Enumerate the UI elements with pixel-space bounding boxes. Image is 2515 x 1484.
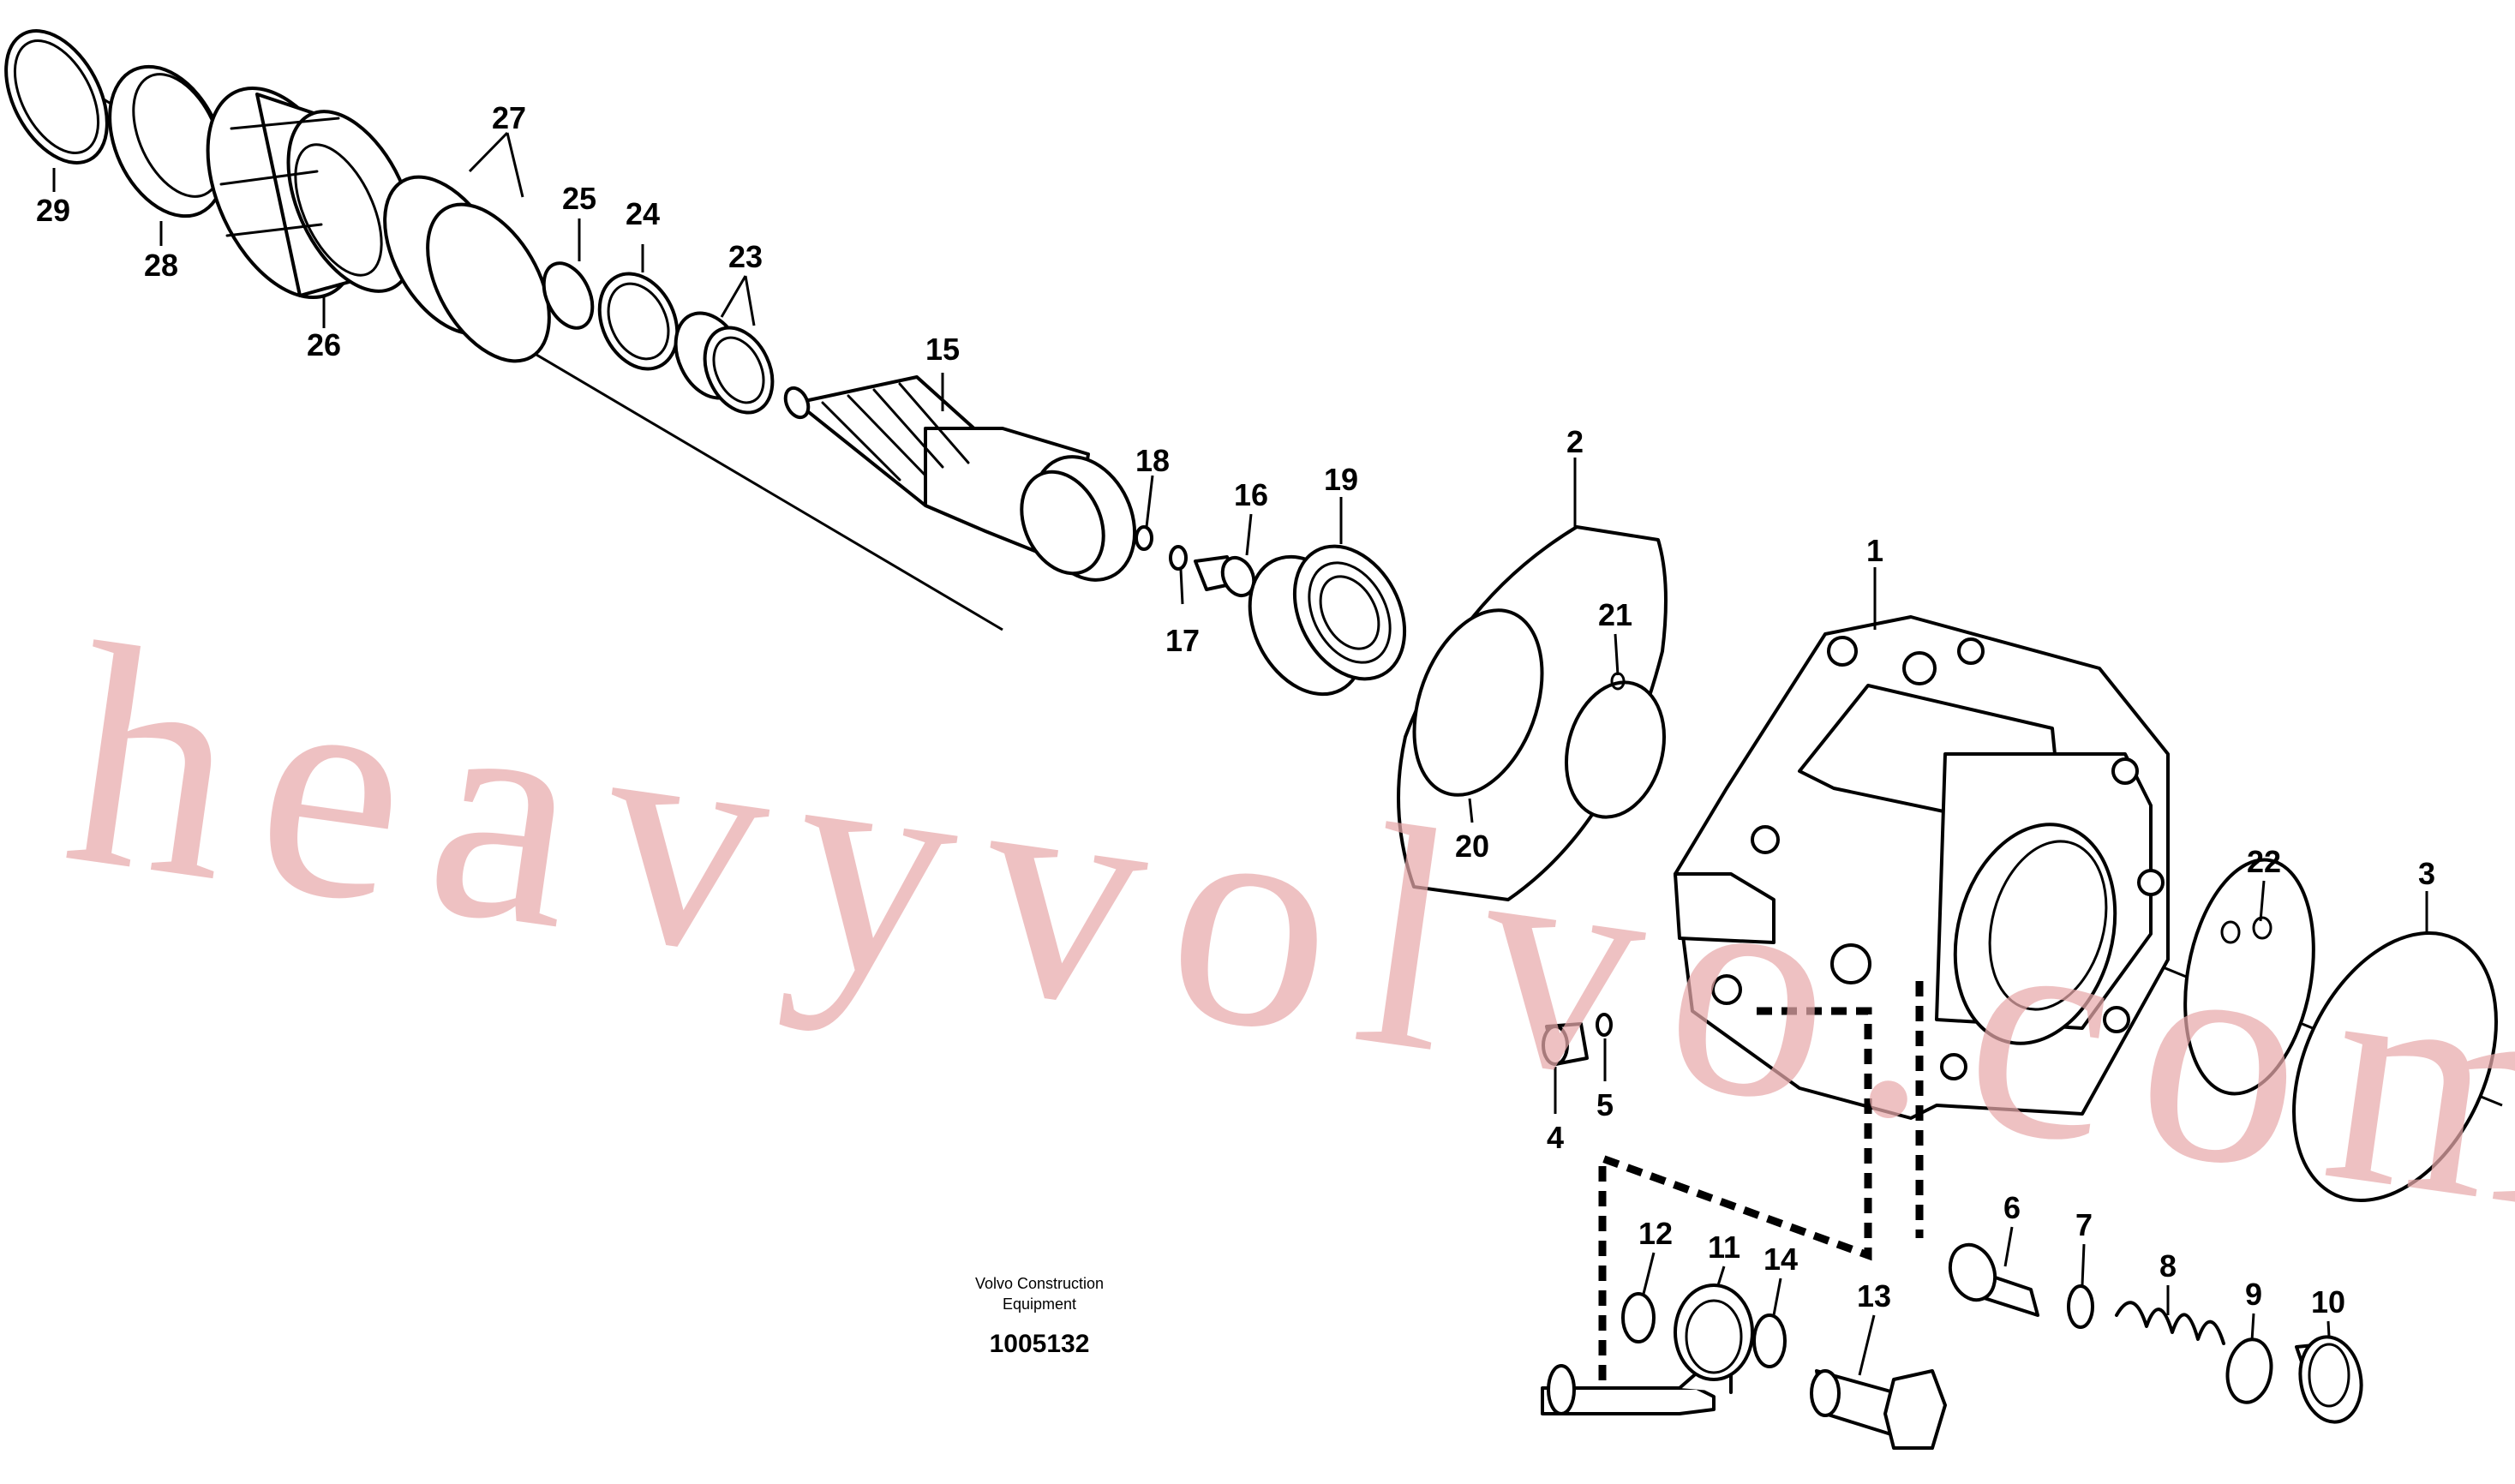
callout-14: 14: [1763, 1242, 1798, 1277]
callout-5: 5: [1596, 1087, 1614, 1122]
part-17-washer: [1169, 545, 1188, 571]
callout-26: 26: [307, 327, 341, 362]
part-15-splined-shaft: [783, 375, 1137, 582]
part-5-seal: [1596, 1013, 1613, 1037]
callout-24: 24: [626, 196, 660, 231]
part-28-seal-ring: [108, 64, 226, 218]
part-7-o-ring: [2067, 1284, 2094, 1329]
callout-20: 20: [1455, 829, 1489, 864]
part-9-seal-ring: [2225, 1337, 2273, 1404]
callout-28: 28: [144, 248, 178, 283]
part-14-seal: [1752, 1313, 1787, 1368]
part-18-washer: [1135, 525, 1153, 551]
watermark: heavyvolvo.com: [51, 577, 2515, 1282]
part-26-seal-housing: [206, 86, 416, 300]
leader-lines: [52, 131, 2428, 1376]
part-4-plug-screw: [1542, 1022, 1589, 1066]
part-20-ring: [1412, 608, 1544, 797]
part-10-plug: [2295, 1335, 2363, 1424]
caption-company-line1: Volvo Construction: [975, 1275, 1104, 1292]
part-21-retaining-ring: [1564, 672, 1667, 819]
callout-22: 22: [2247, 844, 2281, 879]
callout-6: 6: [2003, 1190, 2021, 1225]
callout-13: 13: [1857, 1278, 1891, 1313]
part-11-banjo-fitting: [1541, 1284, 1754, 1415]
callout-27: 27: [492, 100, 526, 135]
part-19-bearing: [1248, 544, 1407, 697]
callout-3: 3: [2418, 856, 2435, 891]
part-22-snap-ring: [2183, 858, 2315, 1096]
part-24-ring: [597, 272, 680, 371]
callouts: 29 28 26 27 25 24 23 15 18 17 16 19 2 21…: [36, 100, 2435, 1319]
part-25-o-ring: [542, 261, 595, 330]
part-3-cover: [2292, 931, 2498, 1202]
callout-11: 11: [1708, 1230, 1740, 1265]
callout-29: 29: [36, 193, 70, 228]
part-27-o-rings: [383, 175, 551, 363]
callout-9: 9: [2245, 1277, 2262, 1312]
callout-21: 21: [1598, 597, 1632, 632]
part-16-plug: [1194, 555, 1256, 598]
part-1-housing: [1674, 615, 2170, 1120]
part-8-spring: [2115, 1301, 2225, 1345]
callout-19: 19: [1324, 462, 1358, 497]
diagram-caption: Volvo Construction Equipment 1005132: [975, 1275, 1104, 1358]
callout-18: 18: [1135, 443, 1170, 478]
callout-25: 25: [562, 181, 596, 216]
callout-16: 16: [1234, 477, 1268, 512]
part-23-rings: [674, 311, 775, 415]
part-29-circlip: [4, 29, 109, 165]
callout-17: 17: [1165, 623, 1200, 658]
callout-2: 2: [1566, 424, 1584, 459]
part-13-bolt: [1810, 1369, 1947, 1450]
dashed-indicator-11: [1598, 1007, 1872, 1392]
callout-15: 15: [925, 332, 960, 367]
callout-4: 4: [1547, 1120, 1564, 1155]
callout-8: 8: [2159, 1248, 2177, 1284]
callout-7: 7: [2075, 1207, 2093, 1242]
callout-12: 12: [1638, 1216, 1673, 1251]
callout-10: 10: [2311, 1284, 2345, 1319]
part-6-valve: [1948, 1242, 2039, 1317]
caption-company-line2: Equipment: [1003, 1296, 1076, 1313]
callout-23: 23: [728, 239, 763, 274]
caption-document-number: 1005132: [990, 1330, 1090, 1358]
callout-1: 1: [1866, 533, 1883, 568]
part-12-seal: [1621, 1292, 1656, 1343]
